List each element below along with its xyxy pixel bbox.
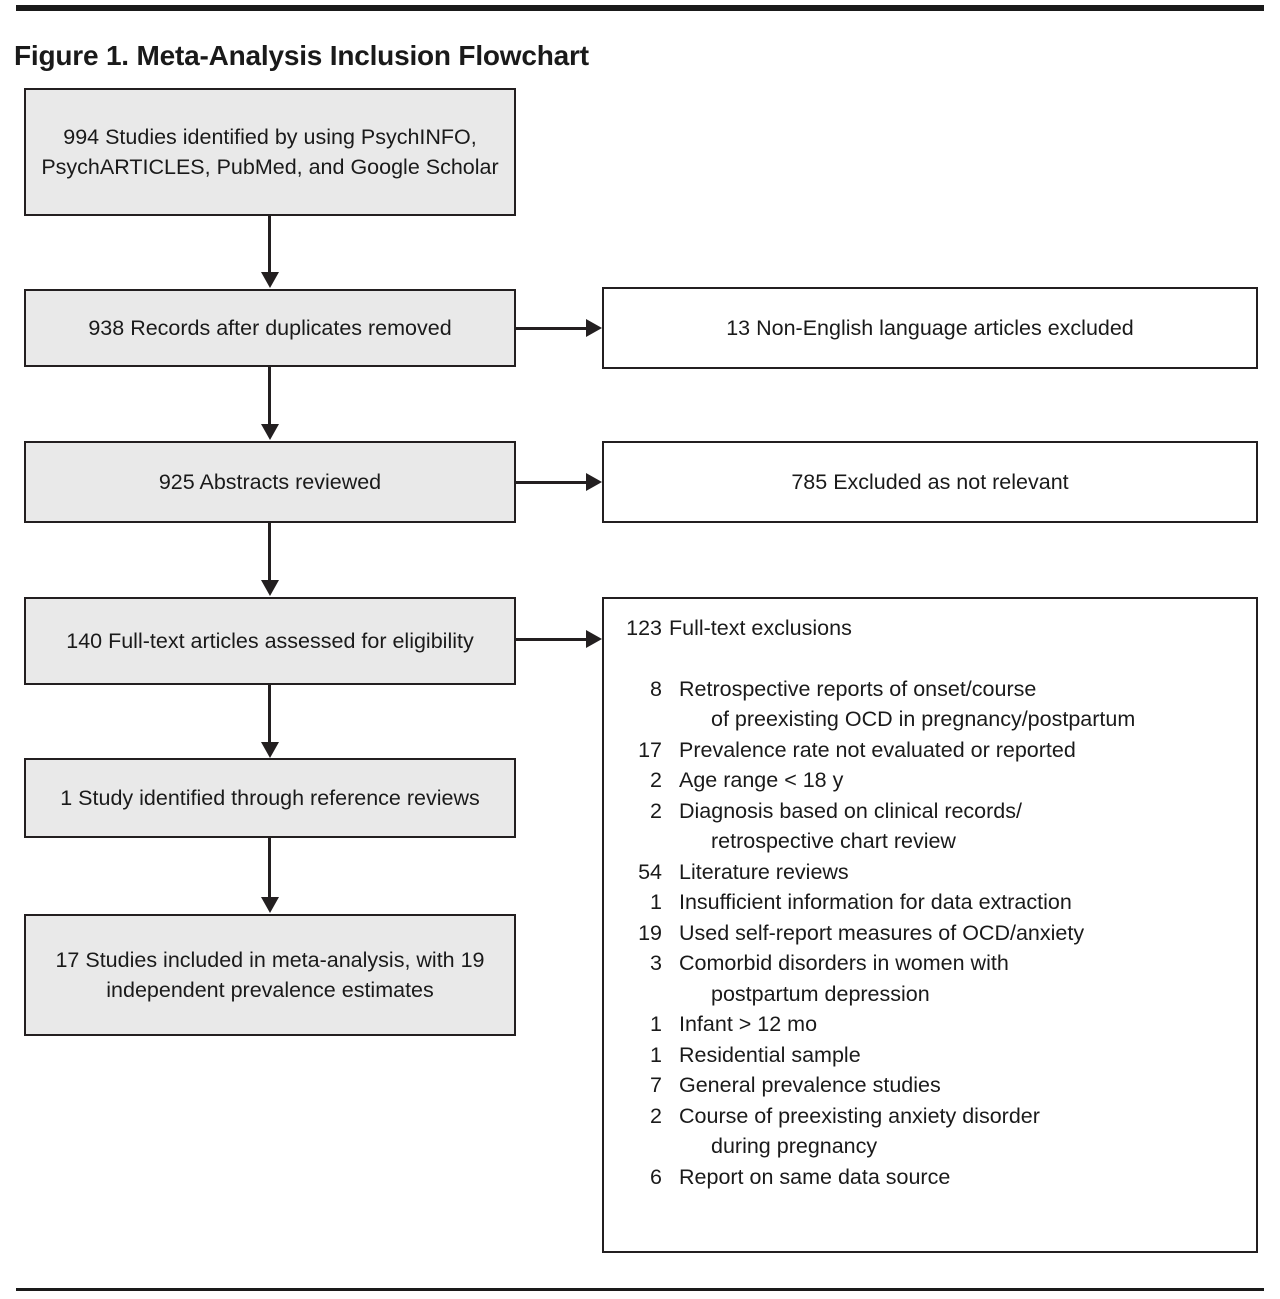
arrow-identified-to-duplicates bbox=[261, 272, 279, 288]
exclusions-header: 123 Full-text exclusions bbox=[618, 613, 1246, 644]
node-fulltext-assessed: 140 Full-text articles assessed for elig… bbox=[24, 597, 516, 685]
connector-duplicates-to-non-english bbox=[516, 327, 588, 330]
exclusion-item-count: 17 bbox=[638, 737, 662, 762]
exclusion-item-label: Report on same data source bbox=[679, 1164, 951, 1189]
node-studies-included: 17 Studies included in meta-analysis, wi… bbox=[24, 914, 516, 1036]
exclusion-item-continuation: of preexisting OCD in pregnancy/postpart… bbox=[711, 707, 1136, 731]
exclusion-item-continuation: retrospective chart review bbox=[711, 829, 956, 853]
node-abstracts-reviewed: 925 Abstracts reviewed bbox=[24, 441, 516, 523]
exclusion-item-count: 19 bbox=[638, 920, 662, 945]
exclusion-item: 1 Infant > 12 mo bbox=[618, 1009, 1246, 1040]
exclusion-item-count: 3 bbox=[650, 951, 662, 975]
exclusions-header-label: Full-text exclusions bbox=[669, 616, 852, 640]
exclusion-item: 1 Residential sample bbox=[618, 1040, 1246, 1071]
exclusion-item-label: Used self-report measures of OCD/anxiety bbox=[679, 920, 1085, 945]
node-records-after-duplicates: 938 Records after duplicates removed bbox=[24, 289, 516, 367]
node-non-english-excluded: 13 Non-English language articles exclude… bbox=[602, 287, 1258, 369]
node-abstracts-reviewed-label: 925 Abstracts reviewed bbox=[158, 470, 382, 494]
exclusion-item-count: 1 bbox=[650, 1012, 662, 1036]
arrow-duplicates-to-abstracts bbox=[261, 424, 279, 440]
exclusion-item: 7 General prevalence studies bbox=[618, 1070, 1246, 1101]
exclusion-item-count: 2 bbox=[650, 1103, 662, 1128]
node-non-english-excluded-label: 13 Non-English language articles exclude… bbox=[726, 316, 1134, 340]
node-reference-reviews: 1 Study identified through reference rev… bbox=[24, 758, 516, 838]
exclusion-item-label: General prevalence studies bbox=[679, 1073, 941, 1097]
exclusion-item: 2 Age range < 18 y bbox=[618, 765, 1246, 796]
exclusion-item-continuation: during pregnancy bbox=[711, 1134, 878, 1158]
connector-identified-to-duplicates bbox=[268, 216, 271, 273]
exclusion-item-count: 54 bbox=[638, 859, 662, 884]
top-rule bbox=[16, 5, 1264, 11]
connector-abstracts-to-not-relevant bbox=[516, 481, 588, 484]
node-records-after-duplicates-label: 938 Records after duplicates removed bbox=[88, 316, 452, 340]
exclusion-item-count: 1 bbox=[650, 1042, 662, 1067]
exclusion-item-label: Age range < 18 y bbox=[679, 768, 844, 792]
node-studies-identified-label: 994 Studies identified by using PsychINF… bbox=[41, 125, 499, 179]
node-fulltext-assessed-label: 140 Full-text articles assessed for elig… bbox=[66, 629, 474, 653]
exclusion-item-label: Infant > 12 mo bbox=[679, 1012, 818, 1036]
connector-duplicates-to-abstracts bbox=[268, 367, 271, 425]
exclusion-item-label: Literature reviews bbox=[679, 859, 849, 884]
exclusion-item-count: 1 bbox=[650, 890, 662, 914]
connector-fulltext-to-reference bbox=[268, 685, 271, 743]
figure-title: Figure 1. Meta-Analysis Inclusion Flowch… bbox=[14, 39, 589, 71]
arrow-abstracts-to-fulltext bbox=[261, 580, 279, 596]
node-excluded-not-relevant: 785 Excluded as not relevant bbox=[602, 441, 1258, 523]
arrow-duplicates-to-non-english bbox=[586, 319, 602, 337]
exclusion-item-count: 7 bbox=[650, 1073, 662, 1097]
node-studies-included-label: 17 Studies included in meta-analysis, wi… bbox=[55, 948, 485, 1002]
connector-fulltext-to-exclusions bbox=[516, 638, 588, 641]
exclusion-item-continuation: postpartum depression bbox=[711, 981, 930, 1006]
connector-abstracts-to-fulltext bbox=[268, 523, 271, 581]
exclusion-item: 17 Prevalence rate not evaluated or repor… bbox=[618, 735, 1246, 766]
exclusion-item-label: Diagnosis based on clinical records/retr… bbox=[662, 796, 1246, 857]
exclusion-item: 54 Literature reviews bbox=[618, 857, 1246, 888]
exclusion-item: 1 Insufficient information for data extra… bbox=[618, 887, 1246, 918]
exclusion-item: 19 Used self-report measures of OCD/anxie… bbox=[618, 918, 1246, 949]
node-reference-reviews-label: 1 Study identified through reference rev… bbox=[60, 786, 480, 810]
exclusion-item: 6 Report on same data source bbox=[618, 1162, 1246, 1193]
arrow-fulltext-to-reference bbox=[261, 742, 279, 758]
exclusion-item-label: Prevalence rate not evaluated or reporte… bbox=[679, 737, 1076, 762]
exclusion-item-count: 2 bbox=[650, 798, 662, 823]
exclusion-item-label: Residential sample bbox=[679, 1042, 861, 1067]
exclusions-header-count: 123 bbox=[626, 616, 662, 640]
node-studies-identified: 994 Studies identified by using PsychINF… bbox=[24, 88, 516, 216]
bottom-rule bbox=[16, 1288, 1264, 1291]
node-excluded-not-relevant-label: 785 Excluded as not relevant bbox=[791, 470, 1069, 494]
exclusion-item-count: 6 bbox=[650, 1164, 662, 1189]
exclusion-item-count: 8 bbox=[650, 676, 662, 701]
arrow-reference-to-included bbox=[261, 897, 279, 913]
exclusion-item-count: 2 bbox=[650, 768, 662, 792]
connector-reference-to-included bbox=[268, 838, 271, 898]
arrow-fulltext-to-exclusions bbox=[586, 630, 602, 648]
exclusion-item-label: Insufficient information for data extrac… bbox=[679, 890, 1072, 914]
arrow-abstracts-to-not-relevant bbox=[586, 473, 602, 491]
